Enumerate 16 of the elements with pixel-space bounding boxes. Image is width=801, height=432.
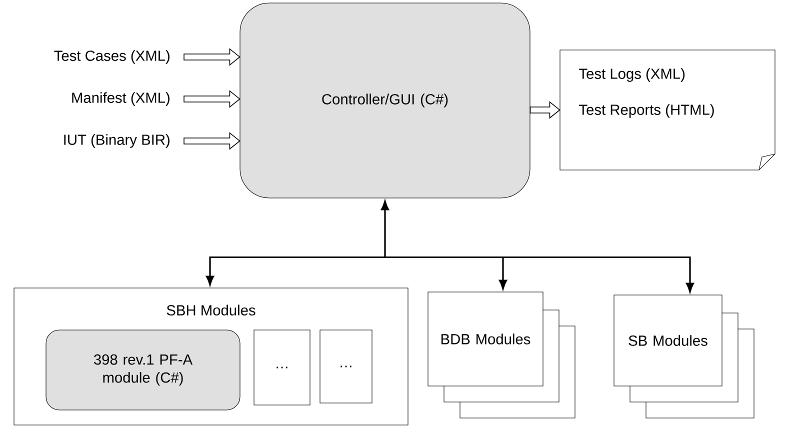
input-label: Test Cases (XML)	[54, 50, 170, 64]
stacked-module-boxes: SB Modules	[614, 294, 754, 418]
block-arrow	[184, 48, 240, 66]
process-box: 398 rev.1 PF-A module (C#)	[46, 330, 240, 410]
block-arrow	[184, 132, 240, 150]
input-label: Manifest (XML)	[72, 92, 170, 106]
arrow	[206, 256, 385, 286]
arrow	[380, 200, 390, 258]
process-box: Controller/GUI (C#)	[240, 2, 530, 198]
stacked-module-boxes: BDB Modules	[428, 292, 576, 418]
module-box: …	[254, 330, 310, 406]
input-label: IUT (Binary BIR)	[64, 134, 170, 148]
arrow	[385, 256, 694, 292]
block-arrow	[530, 101, 560, 119]
block-arrow	[184, 90, 240, 108]
module-box: …	[320, 330, 372, 404]
